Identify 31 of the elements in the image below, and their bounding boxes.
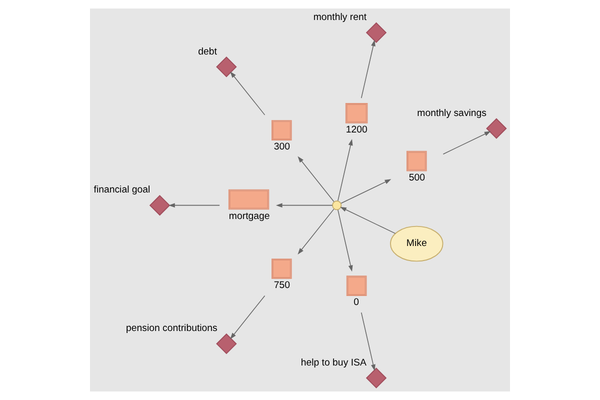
arrow (360, 312, 376, 371)
node-circle (332, 200, 342, 210)
node-diamond (486, 118, 507, 139)
node-label: 0 (354, 297, 360, 308)
node-label: pension contributions (126, 323, 218, 334)
node-label: 500 (408, 172, 426, 184)
node-label: monthly savings (417, 108, 487, 119)
arrow (168, 203, 220, 208)
arrow (230, 295, 266, 340)
arrow (442, 131, 491, 154)
node-label: 300 (274, 142, 290, 153)
node-diamond (366, 368, 387, 388)
arrow (360, 40, 376, 98)
node-label: 750 (274, 280, 290, 292)
node-diamond (366, 22, 387, 44)
arrow (340, 179, 392, 204)
node-label: debt (198, 46, 217, 58)
arrow (338, 138, 353, 202)
node-diamond (149, 194, 170, 216)
arrow (298, 208, 334, 254)
arrow (338, 210, 353, 272)
node-label: help to buy ISA (300, 357, 366, 368)
node-ellipse: Mike (390, 226, 444, 262)
arrow (276, 203, 333, 208)
node-label: mortgage (228, 210, 270, 222)
arrow (340, 206, 396, 234)
node-label: 1200 (346, 124, 368, 136)
arrow (298, 156, 334, 202)
node-label: financial goal (94, 184, 150, 196)
arrow (230, 71, 266, 116)
node-label: monthly rent (313, 12, 367, 24)
